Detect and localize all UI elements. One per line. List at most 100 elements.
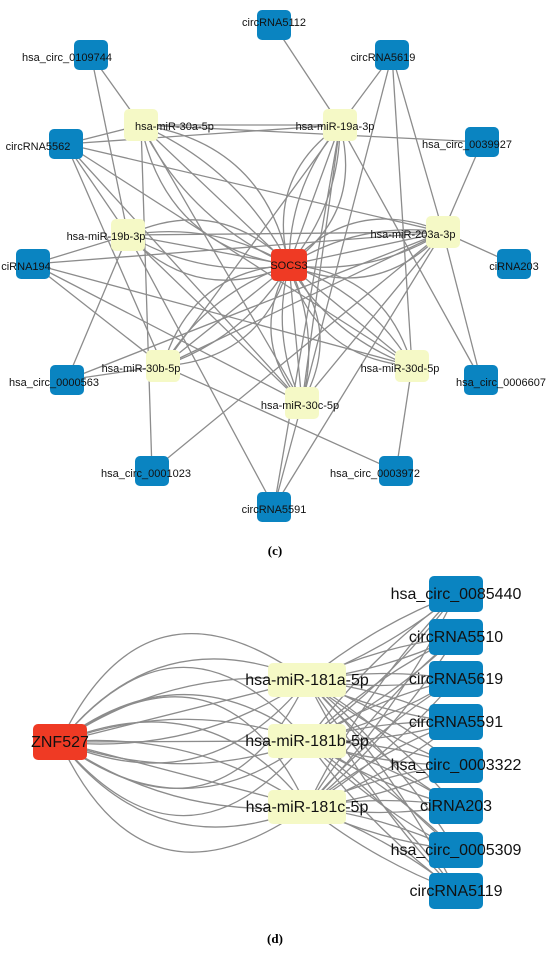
circrna-node-hsa-circ-0001023[interactable]: hsa_circ_0001023 — [101, 456, 191, 486]
edge-hub-mirna — [162, 264, 290, 367]
edge-mirna-mirna — [162, 124, 341, 367]
edge-hub-mirna — [127, 231, 290, 266]
circrna-node-hsa-circ-0085440[interactable]: hsa_circ_0085440 — [391, 576, 522, 612]
mirna-node-hsa-mir-19a-3p[interactable]: hsa-miR-19a-3p — [296, 109, 375, 141]
edge-mirna-circrna — [395, 365, 413, 472]
panel-c-network: circRNA5112 hsa_circ_0109744 circRNA5619 ci… — [1, 10, 546, 522]
circrna-node-circrna5619[interactable]: circRNA5619 — [351, 40, 416, 70]
circrna-node-circrna5112[interactable]: circRNA5112 — [242, 10, 306, 40]
circrna-node-circrna5591[interactable]: circRNA5591 — [409, 704, 503, 740]
circrna-node-circrna5619-label: circRNA5619 — [409, 671, 503, 688]
edge-mirna-circrna — [66, 234, 129, 381]
edge-hub-mirna — [140, 124, 290, 266]
mirna-node-hsa-mir-30c-5p-shape — [285, 387, 319, 419]
edge-hub-mirna — [59, 666, 308, 743]
edge-hub-mirna — [288, 264, 413, 367]
edge-mirna-circrna — [140, 124, 153, 472]
edge-mirna-circrna — [65, 143, 303, 404]
mirna-node-hsa-mir-19a-3p-shape — [323, 109, 357, 141]
edge-hub-mirna — [59, 693, 308, 743]
mirna-node-hsa-mir-203a-3p-shape — [426, 216, 460, 248]
edge-hub-mirna — [162, 264, 290, 367]
circrna-node-circrna5619[interactable]: circRNA5619 — [409, 661, 503, 697]
edge-mirna-circrna — [306, 593, 457, 808]
circrna-node-hsa-circ-0005309-label: hsa_circ_0005309 — [391, 842, 522, 859]
circrna-node-cirna203[interactable]: ciRNA203 — [420, 788, 492, 824]
edge-hub-mirna — [59, 679, 308, 745]
edge-hub-mirna — [59, 679, 308, 764]
circrna-node-hsa-circ-0085440-shape — [429, 576, 483, 612]
circrna-node-cirna203-shape — [429, 788, 483, 824]
edge-hub-mirna — [140, 124, 290, 266]
edge-hub-mirna — [288, 264, 413, 367]
circrna-node-hsa-circ-0003972-shape — [379, 456, 413, 486]
circrna-node-hsa-circ-0003972-label: hsa_circ_0003972 — [330, 468, 420, 480]
edge-mirna-circrna — [306, 679, 457, 851]
mirna-node-hsa-mir-181b-5p[interactable]: hsa-miR-181b-5p — [245, 724, 369, 758]
edge-mirna-circrna — [442, 231, 482, 381]
circrna-node-cirna203-label: ciRNA203 — [489, 261, 539, 273]
circrna-node-circrna5619-shape — [375, 40, 409, 70]
circrna-node-hsa-circ-0006607[interactable]: hsa_circ_0006607 — [456, 365, 546, 395]
circrna-node-hsa-circ-0109744-shape — [74, 40, 108, 70]
circrna-node-hsa-circ-0000563-shape — [50, 365, 84, 395]
circrna-node-hsa-circ-0003972[interactable]: hsa_circ_0003972 — [330, 456, 420, 486]
mirna-node-hsa-mir-19a-3p-label: hsa-miR-19a-3p — [296, 121, 375, 133]
mirna-node-hsa-mir-181a-5p[interactable]: hsa-miR-181a-5p — [245, 663, 369, 697]
circrna-node-cirna194-label: ciRNA194 — [1, 261, 51, 273]
circrna-node-hsa-circ-0003322[interactable]: hsa_circ_0003322 — [391, 747, 522, 783]
panel-d-network: hsa_circ_0085440 circRNA5510 circRNA5619 ci… — [31, 576, 521, 909]
circrna-node-hsa-circ-0000563[interactable]: hsa_circ_0000563 — [9, 365, 99, 395]
mirna-node-hsa-mir-181a-5p-shape — [268, 663, 346, 697]
mirna-node-hsa-mir-30c-5p-label: hsa-miR-30c-5p — [261, 400, 339, 412]
edge-mirna-circrna — [306, 679, 457, 851]
panel-c-nodes: circRNA5112 hsa_circ_0109744 circRNA5619 ci… — [1, 10, 546, 522]
mirna-node-hsa-mir-19b-3p[interactable]: hsa-miR-19b-3p — [67, 219, 146, 251]
edge-hub-mirna — [288, 218, 444, 266]
edge-mirna-mirna — [140, 124, 303, 404]
edge-mirna-circrna — [273, 124, 341, 508]
circrna-node-hsa-circ-0109744[interactable]: hsa_circ_0109744 — [22, 40, 112, 70]
edge-mirna-circrna — [65, 124, 341, 145]
circrna-node-hsa-circ-0005309[interactable]: hsa_circ_0005309 — [391, 832, 522, 868]
circrna-node-circrna5591-shape — [429, 704, 483, 740]
mirna-node-hsa-mir-19b-3p-label: hsa-miR-19b-3p — [67, 231, 146, 243]
edge-mirna-circrna — [391, 54, 413, 367]
mirna-node-hsa-mir-181c-5p-shape — [268, 790, 346, 824]
edge-mirna-circrna — [273, 402, 303, 508]
hub-node-znf527-shape — [33, 724, 87, 760]
circrna-node-circrna5119-label: circRNA5119 — [409, 883, 502, 900]
circrna-node-hsa-circ-0039927-label: hsa_circ_0039927 — [422, 139, 512, 151]
circrna-node-cirna203-label: ciRNA203 — [420, 798, 492, 815]
mirna-node-hsa-mir-30d-5p[interactable]: hsa-miR-30d-5p — [361, 350, 440, 382]
circrna-node-circrna5591-shape — [257, 492, 291, 522]
mirna-node-hsa-mir-30b-5p[interactable]: hsa-miR-30b-5p — [102, 350, 181, 382]
circrna-node-cirna203[interactable]: ciRNA203 — [489, 249, 539, 279]
circrna-node-cirna194[interactable]: ciRNA194 — [1, 249, 51, 279]
mirna-node-hsa-mir-30d-5p-shape — [395, 350, 429, 382]
edge-mirna-circrna — [273, 231, 444, 508]
circrna-node-circrna5591[interactable]: circRNA5591 — [242, 492, 307, 522]
hub-node-znf527-label: ZNF527 — [31, 734, 89, 751]
circrna-node-circrna5119[interactable]: circRNA5119 — [409, 873, 503, 909]
mirna-node-hsa-mir-181c-5p[interactable]: hsa-miR-181c-5p — [246, 790, 369, 824]
edge-mirna-circrna — [306, 636, 457, 808]
edge-mirna-mirna — [162, 231, 444, 367]
circrna-node-circrna5591-label: circRNA5591 — [409, 714, 503, 731]
hub-node-socs3[interactable]: SOCS3 — [270, 249, 308, 281]
circrna-node-circrna5562[interactable]: circRNA5562 — [6, 129, 83, 159]
circrna-node-hsa-circ-0109744-label: hsa_circ_0109744 — [22, 52, 112, 64]
edge-hub-mirna — [162, 264, 290, 367]
panel-d-nodes: hsa_circ_0085440 circRNA5510 circRNA5619 ci… — [31, 576, 521, 909]
hub-node-znf527[interactable]: ZNF527 — [31, 724, 89, 760]
circrna-node-circrna5510[interactable]: circRNA5510 — [409, 619, 503, 655]
circrna-node-hsa-circ-0039927[interactable]: hsa_circ_0039927 — [422, 127, 512, 157]
circrna-node-circrna5562-label: circRNA5562 — [6, 141, 71, 153]
mirna-node-hsa-mir-30c-5p[interactable]: hsa-miR-30c-5p — [261, 387, 339, 419]
edge-mirna-mirna — [301, 124, 341, 404]
circrna-node-circrna5619-label: circRNA5619 — [351, 52, 416, 64]
mirna-node-hsa-mir-203a-3p[interactable]: hsa-miR-203a-3p — [371, 216, 460, 248]
circrna-node-circrna5562-shape — [49, 129, 83, 159]
mirna-node-hsa-mir-30a-5p[interactable]: hsa-miR-30a-5p — [124, 109, 214, 141]
circrna-node-hsa-circ-0000563-label: hsa_circ_0000563 — [9, 377, 99, 389]
